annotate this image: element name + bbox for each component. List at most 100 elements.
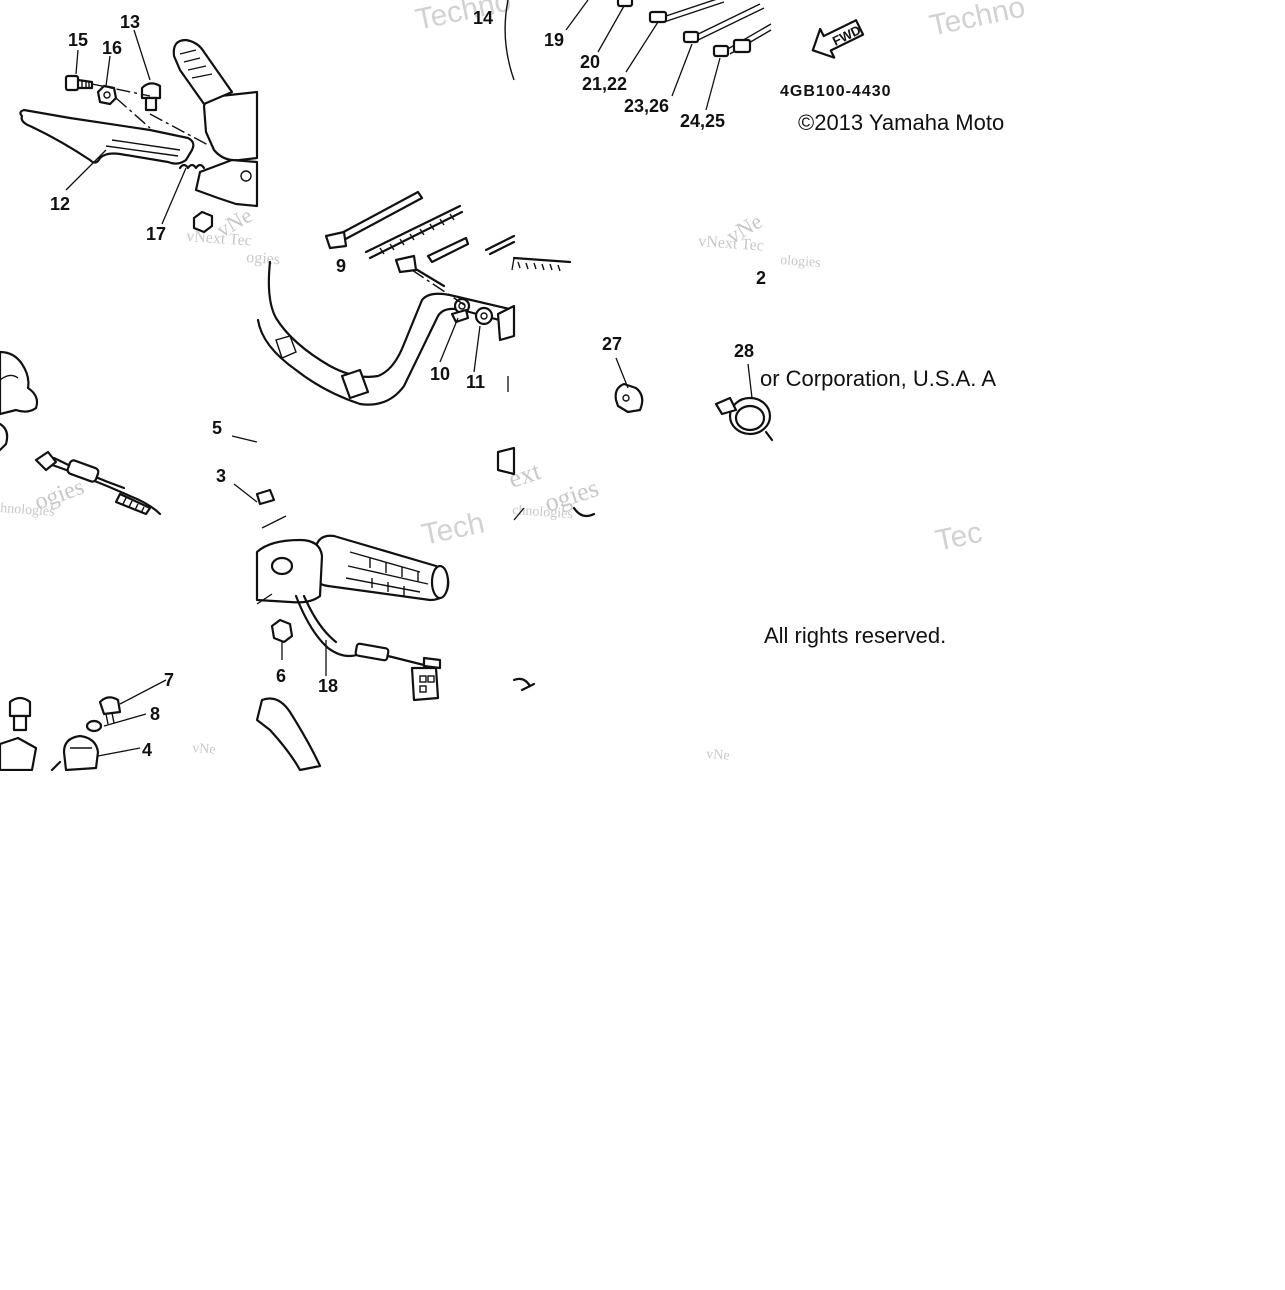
front-brake-lever-assembly <box>19 29 259 234</box>
master-cylinder-clamp <box>194 158 259 208</box>
part-label-6: 6 <box>276 666 286 686</box>
part-label-12: 12 <box>50 194 70 214</box>
nut-part-6 <box>270 618 294 644</box>
watermark-techno: Tech <box>419 506 488 551</box>
connector-part-21 <box>648 10 668 24</box>
part-label-13: 13 <box>120 12 140 32</box>
assembly-line <box>149 113 211 147</box>
lower-left-bracket <box>0 679 167 772</box>
screw-part-7 <box>98 696 122 725</box>
part-label-17: 17 <box>146 224 166 244</box>
cable-tie <box>484 234 516 252</box>
cable-tie <box>512 256 572 264</box>
connector-part-25 <box>732 38 752 54</box>
bracket-body <box>0 736 38 772</box>
part-label-3: 3 <box>216 466 226 486</box>
holder-part-4 <box>62 734 100 772</box>
lever-part <box>255 697 322 772</box>
brake-lever-part-12 <box>19 108 195 165</box>
part-number-labels: 13 15 16 12 17 14 19 20 21,22 23,26 24,2… <box>50 8 766 760</box>
part-label-18: 18 <box>318 676 338 696</box>
cable-tie <box>488 240 516 256</box>
connector-part-23 <box>682 30 700 44</box>
part-label-28: 28 <box>734 341 754 361</box>
part-label-14: 14 <box>473 8 493 28</box>
part-label-21-22: 21,22 <box>582 74 627 94</box>
washer-part-8 <box>85 719 103 733</box>
watermark-vnext: vNext Tec <box>186 228 253 250</box>
cable-adjuster <box>66 459 100 483</box>
nut-part <box>192 210 214 234</box>
drawing-code: 4GB100-4430 <box>780 83 892 100</box>
switch-housing <box>496 304 516 342</box>
part-label-15: 15 <box>68 30 88 50</box>
part-label-2: 2 <box>756 268 766 288</box>
watermark-vnext: vNe <box>192 741 216 758</box>
nut-part-16 <box>96 84 118 106</box>
cable-boot <box>114 492 152 516</box>
part-label-24-25: 24,25 <box>680 111 725 131</box>
connector-part-24 <box>712 44 730 58</box>
handlebar-grip-marks <box>340 368 370 400</box>
throttle-housing <box>0 350 39 416</box>
blank-area <box>0 771 1285 1285</box>
switch-clamp-part-11 <box>474 306 494 326</box>
grip-end-cap <box>430 564 450 600</box>
fwd-label: FWD <box>830 22 863 48</box>
part-label-8: 8 <box>150 704 160 724</box>
watermark-techno: Techno <box>413 0 514 37</box>
clip-part-27 <box>614 382 644 414</box>
copyright-line-2: or Corporation, U.S.A. A <box>760 366 996 391</box>
cable-tie-head <box>324 230 348 250</box>
wire-sleeve <box>354 642 390 662</box>
assembly-line <box>115 97 151 129</box>
part-label-5: 5 <box>212 418 222 438</box>
part-label-16: 16 <box>102 38 122 58</box>
cable-tie-band <box>364 204 462 254</box>
title-block: FWD 4GB100-4430 ©2013 Yamaha Moto <box>780 19 1004 135</box>
small-screw-part-3 <box>255 488 276 506</box>
bolt-part-15 <box>64 74 94 92</box>
bracket <box>496 446 516 476</box>
copyright-block-2: or Corporation, U.S.A. A <box>760 366 996 391</box>
spring-part-17 <box>178 163 206 170</box>
part-label-27: 27 <box>602 334 622 354</box>
lever-groove <box>111 139 181 151</box>
watermark-vnext: vNext Tec <box>698 233 765 255</box>
part-label-20: 20 <box>580 52 600 72</box>
cable-tie <box>426 236 470 264</box>
cable-tie <box>334 190 424 244</box>
part-label-19: 19 <box>544 30 564 50</box>
left-throttle-housing <box>0 350 162 516</box>
watermark-vnext: ogies <box>246 249 281 268</box>
part-label-4: 4 <box>142 740 152 760</box>
cable-end <box>394 254 418 274</box>
clips-and-clamps <box>512 256 774 521</box>
cable-end <box>34 450 58 472</box>
cable-tie-band <box>368 210 464 260</box>
handlebar-grip <box>172 38 234 106</box>
handlebar-upper-section <box>324 0 516 264</box>
copyright-line-1: ©2013 Yamaha Moto <box>798 110 1004 135</box>
fwd-arrow-icon: FWD <box>811 19 865 59</box>
lever-groove <box>105 145 179 157</box>
watermark-vnext: vNe <box>706 747 730 764</box>
connector-pin <box>422 656 442 670</box>
part-label-10: 10 <box>430 364 450 384</box>
copyright-block-3: All rights reserved. <box>764 623 946 648</box>
watermark-techno: Techno <box>927 0 1028 43</box>
part-label-23-26: 23,26 <box>624 96 669 116</box>
lower-small-parts <box>512 677 536 692</box>
watermark-technologies: chnologies <box>512 503 574 522</box>
part-label-7: 7 <box>164 670 174 690</box>
watermark-technologies: ologies <box>780 253 821 271</box>
hose-clamp-part-28 <box>714 396 774 442</box>
watermark-technologies: hnologies <box>0 501 55 520</box>
assembly-line <box>91 83 151 97</box>
master-cylinder-body <box>202 90 259 162</box>
switch-lead-wire <box>294 594 362 658</box>
copyright-line-3: All rights reserved. <box>764 623 946 648</box>
connector-part-20 <box>616 0 634 8</box>
